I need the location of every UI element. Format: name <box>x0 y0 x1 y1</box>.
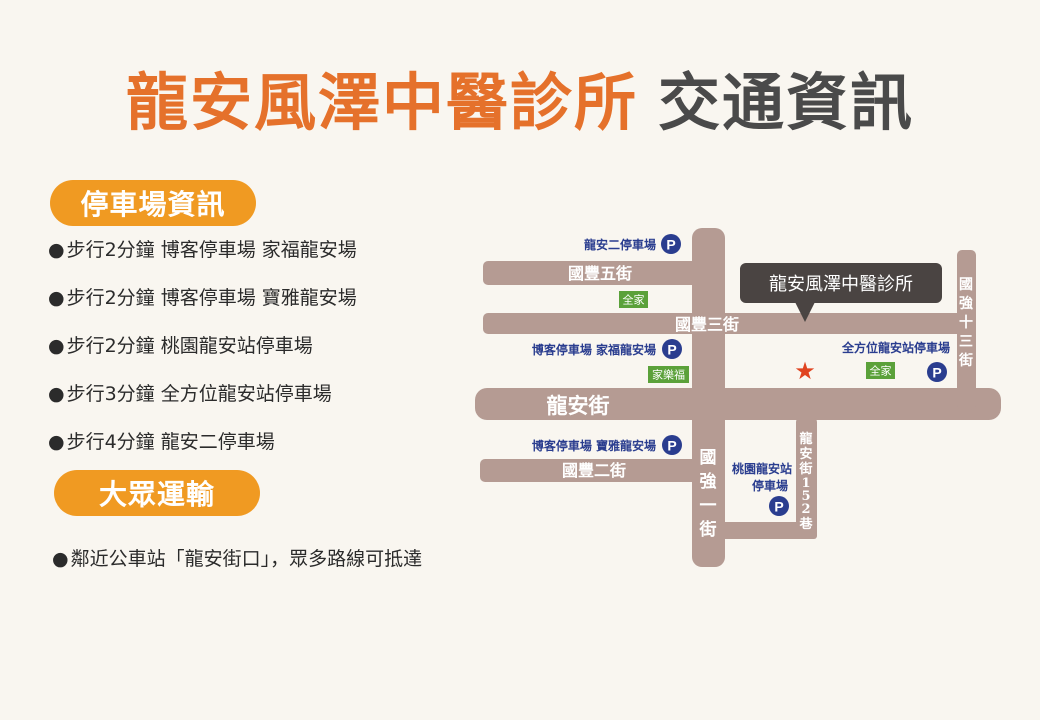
road-label-guofeng5: 國豐五街 <box>568 264 632 283</box>
road-label-char: 強 <box>959 295 973 312</box>
parking-label-bokejiafu: 博客停車場 家福龍安場 <box>532 342 656 357</box>
parking-icon: P <box>661 234 681 254</box>
store-familymart-2: 全家 <box>866 362 895 379</box>
road-label-char: 街 <box>958 352 973 369</box>
parking-symbol: P <box>667 438 676 454</box>
clinic-location-star-icon: ★ <box>794 357 816 385</box>
bullet-icon: ● <box>48 335 65 357</box>
parking-item-text: 步行2分鐘 桃園龍安站停車場 <box>66 335 313 357</box>
road-label-char: 強 <box>700 471 717 492</box>
list-item: ●步行3分鐘 全方位龍安站停車場 <box>48 380 357 428</box>
bullet-icon: ● <box>48 383 65 405</box>
parking-icon: P <box>662 339 682 359</box>
parking-item-text: 步行3分鐘 全方位龍安站停車場 <box>66 383 332 405</box>
road-guofeng5 <box>483 261 710 285</box>
road-label-longan: 龍安街 <box>547 393 610 418</box>
bullet-icon: ● <box>48 431 65 453</box>
road-guofeng2 <box>480 459 710 482</box>
parking-icon: P <box>927 362 947 382</box>
list-item: ●步行4分鐘 龍安二停車場 <box>48 428 357 476</box>
road-guoqiang13 <box>957 250 976 410</box>
road-label-longan152: 龍 安 街 1 5 2 巷 <box>798 431 813 532</box>
road-label-char: 街 <box>798 461 812 477</box>
road-label-char: 1 <box>801 476 810 491</box>
parking-item-text: 步行2分鐘 博客停車場 寶雅龍安場 <box>66 287 357 309</box>
list-item: ●步行2分鐘 博客停車場 寶雅龍安場 <box>48 284 357 332</box>
bullet-icon: ● <box>52 548 69 570</box>
store-label: 全家 <box>870 364 892 378</box>
parking-label-longan2: 龍安二停車場 <box>584 237 656 252</box>
road-label-char: 巷 <box>798 516 813 532</box>
road-label-guofeng2: 國豐二街 <box>562 461 626 480</box>
store-label: 全家 <box>623 293 645 307</box>
list-item: ●步行2分鐘 桃園龍安站停車場 <box>48 332 357 380</box>
parking-item-text: 步行2分鐘 博客停車場 家福龍安場 <box>66 239 357 261</box>
parking-label-taoyuan-line2: 停車場 <box>752 478 788 493</box>
parking-icon: P <box>769 496 789 516</box>
road-label-guoqiang13: 國 強 十 三 街 <box>958 277 973 369</box>
page-title: 龍安風澤中醫診所交通資訊 <box>0 52 1040 142</box>
transit-info: ●鄰近公車站「龍安街口」，眾多路線可抵達 <box>52 544 422 571</box>
road-label-char: 國 <box>959 277 973 293</box>
road-label-char: 安 <box>799 446 812 462</box>
store-familymart-1: 全家 <box>619 291 648 308</box>
bullet-icon: ● <box>48 287 65 309</box>
clinic-callout-label: 龍安風澤中醫診所 <box>769 274 913 295</box>
road-longan152 <box>796 418 817 538</box>
road-label-char: 街 <box>699 519 717 540</box>
parking-item-text: 步行4分鐘 龍安二停車場 <box>66 431 275 453</box>
store-carrefour: 家樂福 <box>648 366 689 383</box>
parking-symbol: P <box>666 237 675 253</box>
road-label-char: 一 <box>700 496 717 516</box>
page-subtitle: 交通資訊 <box>658 66 915 139</box>
parking-label-taoyuan-line1: 桃園龍安站 <box>732 461 792 476</box>
parking-symbol: P <box>774 499 783 515</box>
bullet-icon: ● <box>48 239 65 261</box>
road-lane-connector <box>710 522 817 539</box>
parking-list: ●步行2分鐘 博客停車場 家福龍安場 ●步行2分鐘 博客停車場 寶雅龍安場 ●步… <box>48 236 357 476</box>
parking-symbol: P <box>932 365 941 381</box>
roads <box>475 228 1001 567</box>
parking-info-heading: 停車場資訊 <box>50 180 256 226</box>
road-label-guoqiang1: 國 強 一 街 <box>699 448 717 540</box>
parking-icon: P <box>662 435 682 455</box>
list-item: ●步行2分鐘 博客停車場 家福龍安場 <box>48 236 357 284</box>
road-label-char: 十 <box>959 314 973 331</box>
road-longan <box>475 388 1001 420</box>
road-label-char: 5 <box>801 489 810 504</box>
store-label: 家樂福 <box>652 368 685 382</box>
road-label-char: 三 <box>959 334 973 350</box>
road-guoqiang1 <box>692 228 725 567</box>
road-label-char: 2 <box>801 502 810 517</box>
road-guofeng3 <box>483 313 973 334</box>
road-label-guofeng3: 國豐三街 <box>675 315 739 334</box>
parking-label-bokebaoya: 博客停車場 寶雅龍安場 <box>532 438 656 453</box>
road-label-char: 龍 <box>799 431 812 447</box>
clinic-name: 龍安風澤中醫診所 <box>125 66 638 139</box>
parking-label-quanfangwei: 全方位龍安站停車場 <box>841 340 950 355</box>
road-label-char: 國 <box>700 448 717 468</box>
clinic-callout: 龍安風澤中醫診所 <box>740 263 942 322</box>
transit-text: 鄰近公車站「龍安街口」，眾多路線可抵達 <box>70 548 423 570</box>
transit-heading: 大眾運輸 <box>54 470 260 516</box>
parking-symbol: P <box>667 342 676 358</box>
